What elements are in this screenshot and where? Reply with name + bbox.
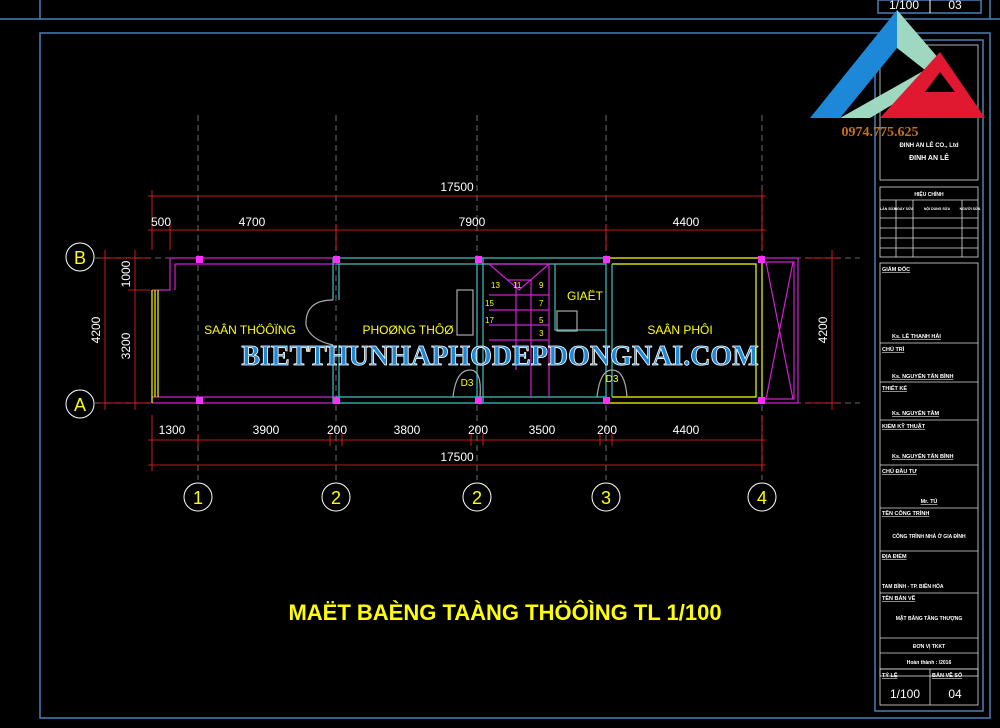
- stair-num: 11: [513, 281, 522, 290]
- project-label: TÊN CÔNG TRÌNH: [882, 509, 929, 517]
- revision-col: LẦN SỬA: [880, 206, 896, 211]
- location: TAM BÌNH - TP. BIÊN HÒA: [882, 582, 944, 590]
- dim-left-0: 1000: [119, 260, 133, 287]
- unit: ĐƠN VỊ TKKT: [913, 644, 945, 650]
- company-line: ĐINH AN LÊ CO., Ltd: [899, 141, 958, 149]
- dim-bottom-5: 3500: [529, 423, 556, 437]
- room-living: PHOØNG THÔØ: [362, 322, 453, 337]
- dim-bottom-3: 3800: [394, 423, 421, 437]
- stair-num: 17: [485, 316, 494, 325]
- role-name: Ks. NGUYỄN TẤN BÌNH: [892, 372, 953, 380]
- revision-header: HIỆU CHỈNH: [914, 190, 944, 198]
- company-logo: [810, 10, 985, 118]
- dimension-texts: 17500 500 4700 7900 4400 1300 3900 200 3…: [89, 180, 830, 464]
- dimension-lines: [100, 190, 840, 471]
- grid-col-2: 2: [331, 488, 341, 508]
- role-label: GIÁM ĐỐC: [882, 266, 910, 273]
- drawing-title: MAËT BAÈNG TAÀNG THÖÔÌNG TL 1/100: [288, 600, 721, 625]
- title-block: [879, 44, 979, 706]
- date: Hoàn thành : /2016: [907, 660, 952, 666]
- stair-num: 9: [539, 281, 544, 290]
- location-label: ĐỊA ĐIỂM: [882, 553, 907, 560]
- revision-col: NGƯỜI SỬA: [960, 206, 981, 211]
- floor-plan-walls: [151, 257, 799, 404]
- dim-left-1: 3200: [119, 332, 133, 359]
- dim-top-1: 4700: [239, 215, 266, 229]
- owner-label: CHỦ ĐẦU TƯ: [882, 468, 917, 475]
- prev-scale: 1/100: [889, 0, 919, 12]
- stair-num: 3: [539, 329, 544, 338]
- sheet-name: MẶT BẰNG TẦNG THƯỢNG: [896, 614, 963, 622]
- dim-left-2: 4200: [89, 316, 103, 343]
- phone-number: 0974.775.625: [842, 125, 919, 140]
- grid-bubbles: [65, 242, 777, 512]
- title-block-text: ĐINH AN LÊ CO., Ltd ĐINH AN LÊ HIỆU CHỈN…: [880, 141, 981, 701]
- role-name: Ks. LÊ THANH HẢI: [892, 332, 941, 340]
- door-tag-1: D3: [461, 378, 474, 389]
- room-laundry: GIAËT: [567, 289, 604, 303]
- number-label: BẢN VẼ SỐ: [932, 672, 963, 679]
- dim-bottom-1: 3900: [253, 423, 280, 437]
- sheet-label: TÊN BẢN VẼ: [882, 594, 916, 602]
- room-front-yard: SAÂN THÖÔÏNG: [204, 322, 296, 337]
- grid-labels: B A 1 2 2 3 4: [74, 248, 767, 508]
- stair-num: 5: [539, 316, 544, 325]
- watermark-text: BIETTHUNHAPHODEPDONGNAI.COM: [241, 341, 758, 372]
- revision-col: NGÀY SỬA: [895, 206, 914, 211]
- dim-bottom-4: 200: [468, 423, 488, 437]
- grid-col-3: 3: [601, 488, 611, 508]
- sheet-number: 04: [948, 687, 962, 701]
- grid-col-4: 4: [757, 488, 767, 508]
- dim-bottom-total: 17500: [440, 450, 474, 464]
- role-label: THIẾT KẾ: [882, 385, 907, 392]
- grid-row-B: B: [74, 248, 86, 268]
- role-label: KIỂM KỸ THUẬT: [882, 423, 926, 430]
- scale-label: TỶ LỆ: [882, 671, 898, 679]
- dim-top-0: 500: [151, 215, 171, 229]
- owner-name: Mr. TÚ: [921, 498, 938, 505]
- role-name: Ks. NGUYỄN TẤN BÌNH: [892, 452, 953, 460]
- company-name: ĐINH AN LÊ: [909, 153, 949, 162]
- revision-col: NỘI DUNG SỬA: [924, 206, 951, 211]
- dim-bottom-0: 1300: [159, 423, 186, 437]
- room-drying-yard: SAÂN PHÔI: [647, 322, 712, 337]
- dim-top-3: 4400: [673, 215, 700, 229]
- dim-right: 4200: [816, 316, 830, 343]
- dim-bottom-2: 200: [327, 423, 347, 437]
- grid-col-2b: 2: [472, 488, 482, 508]
- stair-num: 13: [491, 281, 500, 290]
- dim-bottom-7: 4400: [673, 423, 700, 437]
- room-labels: SAÂN THÖÔÏNG PHOØNG THÔØ GIAËT SAÂN PHÔI…: [204, 281, 713, 389]
- stair-num: 15: [485, 299, 494, 308]
- grid-col-1: 1: [193, 488, 203, 508]
- door-tag-2: D3: [606, 374, 619, 385]
- role-name: Ks. NGUYỄN TÂM: [892, 410, 939, 417]
- stair-num: 7: [539, 299, 544, 308]
- dim-top-2: 7900: [459, 215, 486, 229]
- role-label: CHỦ TRÌ: [882, 345, 905, 353]
- scale-value: 1/100: [890, 687, 920, 701]
- grid-row-A: A: [74, 395, 86, 415]
- column-markers: [196, 256, 765, 404]
- dim-top-total: 17500: [440, 180, 474, 194]
- dim-bottom-6: 200: [597, 423, 617, 437]
- previous-sheet-stub: 1/100 03: [889, 0, 962, 13]
- prev-number: 03: [948, 0, 962, 12]
- project-name: CÔNG TRÌNH NHÀ Ở GIA ĐÌNH: [892, 532, 966, 540]
